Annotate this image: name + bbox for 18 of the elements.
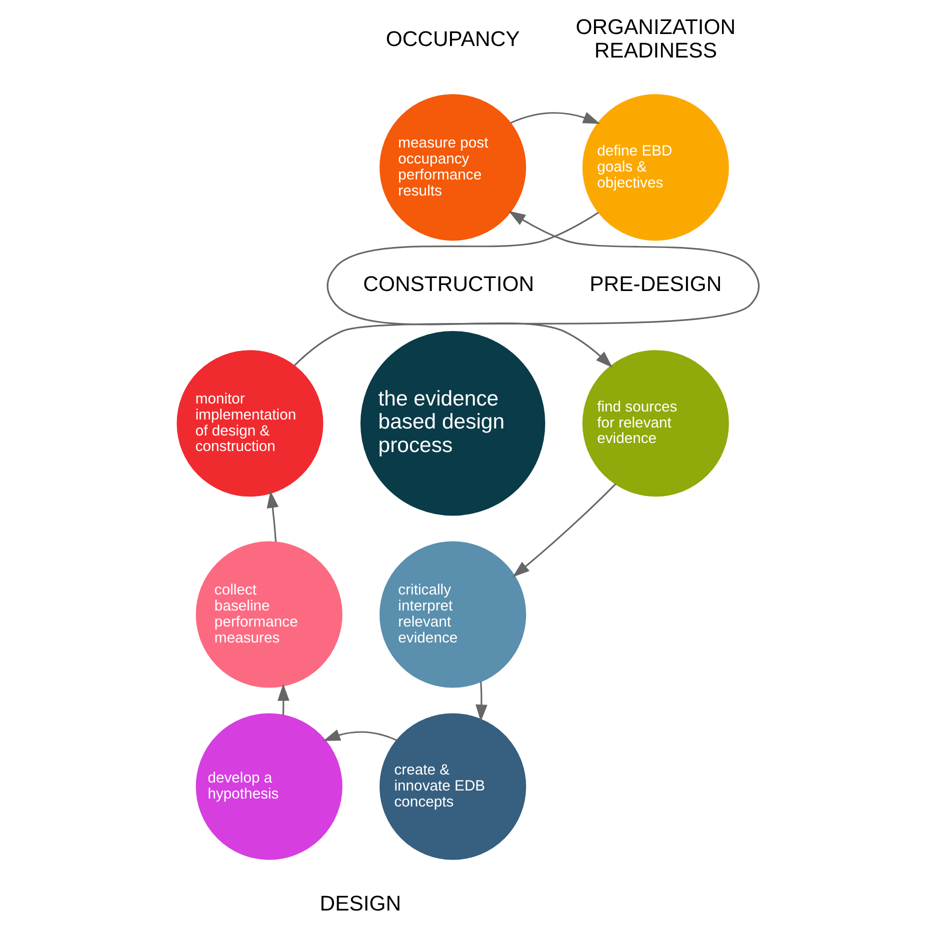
- label: DESIGN: [320, 892, 402, 916]
- arrow: [294, 210, 760, 366]
- label: ORGANIZATION READINESS: [576, 16, 736, 63]
- node-circle: monitor implementation of design & construction: [176, 350, 324, 497]
- arrow: [278, 684, 290, 716]
- node-circle: create & innovate EDB concepts: [380, 713, 526, 860]
- arrow: [266, 490, 279, 542]
- label: OCCUPANCY: [386, 28, 520, 51]
- arrow: [512, 484, 616, 578]
- node-circle: critically interpret relevant evidence: [380, 541, 526, 688]
- arrow: [326, 212, 613, 368]
- arrow: [476, 682, 488, 722]
- arrow: [510, 112, 600, 124]
- node-circle: the evidence based design process: [360, 330, 546, 516]
- arrow: [323, 729, 397, 742]
- node-circle: collect baseline performance measures: [196, 541, 342, 688]
- label: CONSTRUCTION: [363, 273, 534, 296]
- label: PRE-DESIGN: [590, 273, 722, 296]
